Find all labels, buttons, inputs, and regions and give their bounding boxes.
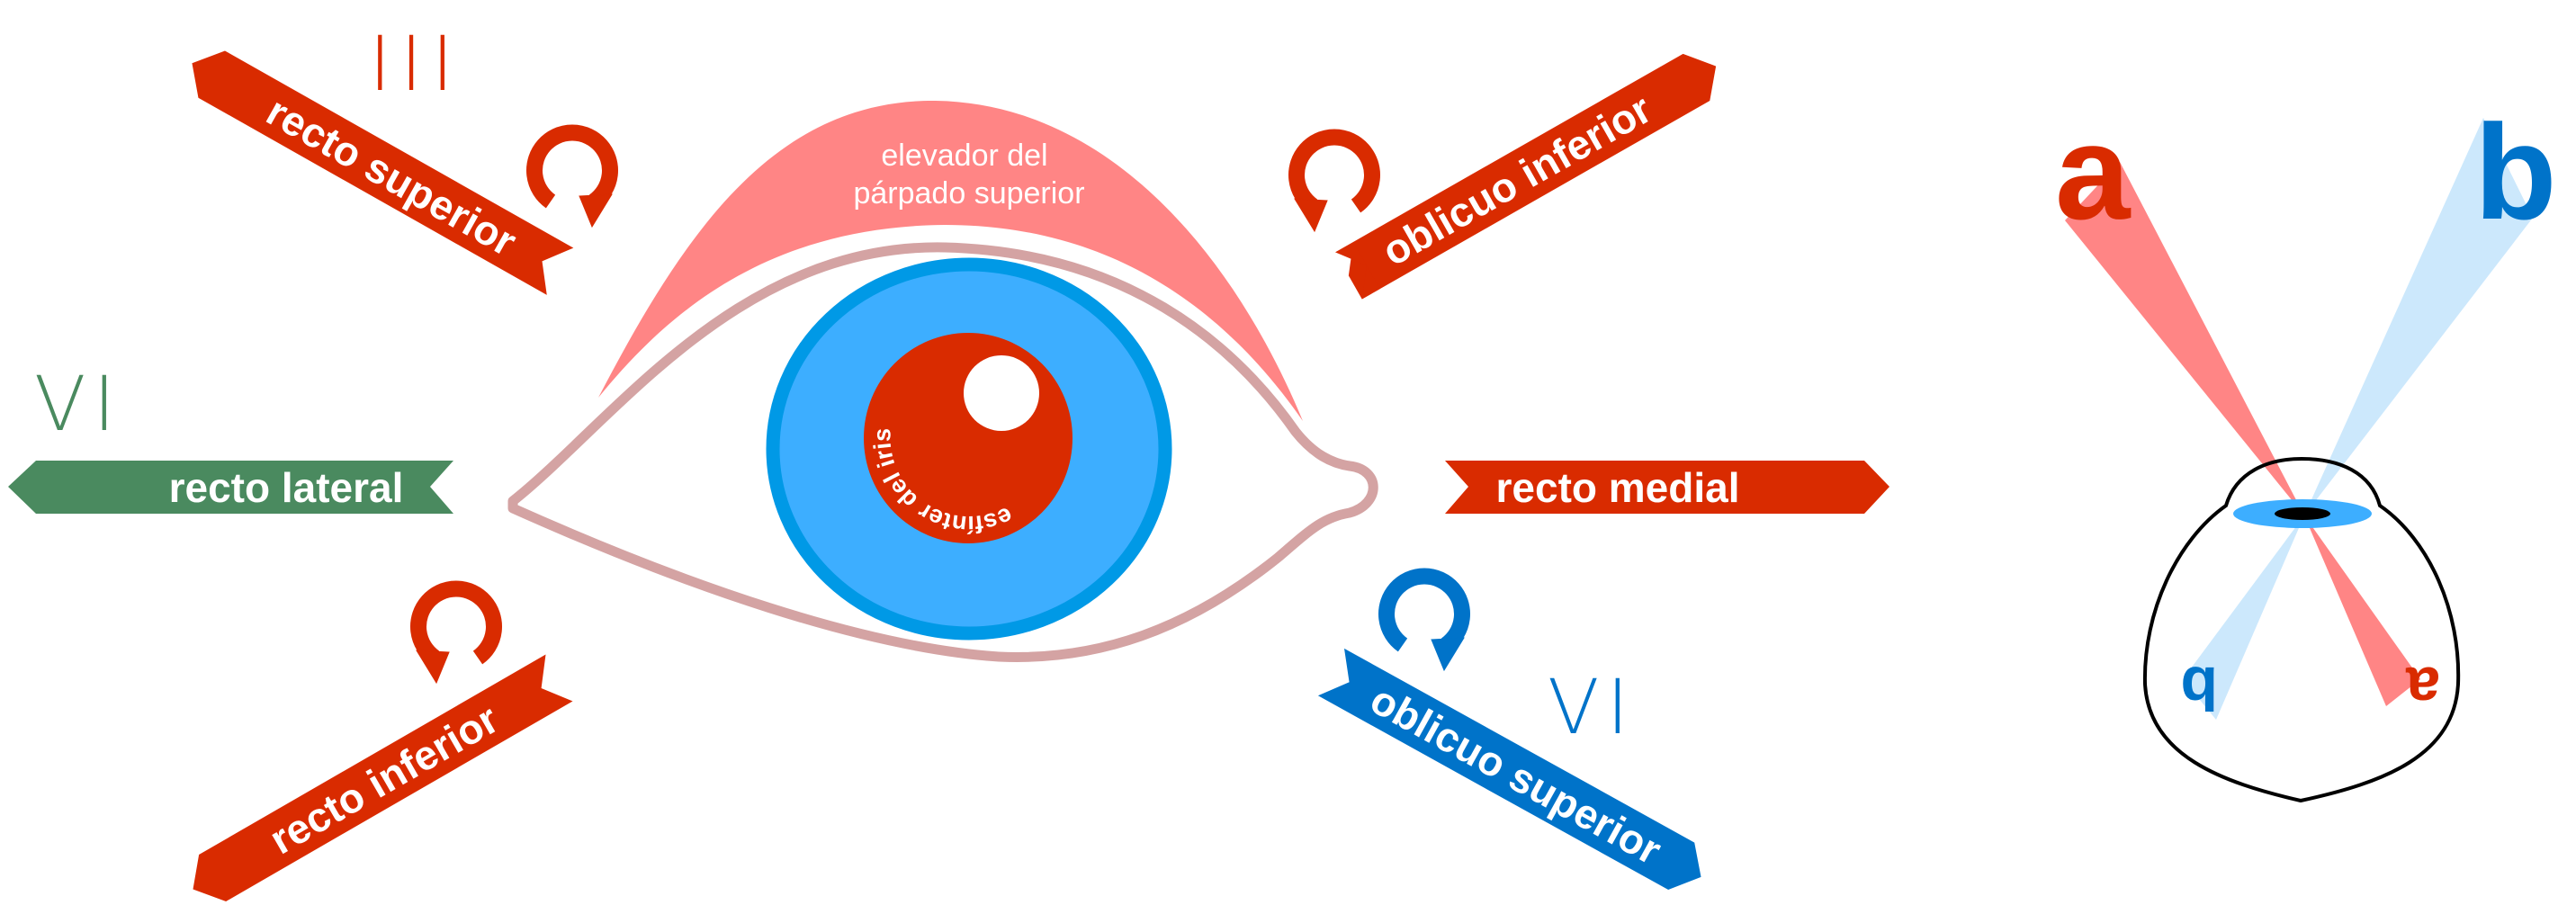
rotation-arrow-oblicuo-inferior-icon bbox=[1295, 138, 1372, 231]
label-recto-lateral: recto lateral bbox=[169, 464, 404, 511]
light-ray-a-inside bbox=[2304, 515, 2420, 706]
rotation-arrow-recto-inferior-icon bbox=[417, 589, 494, 683]
eyelid-outline bbox=[507, 242, 1378, 662]
label-recto-superior: recto superior bbox=[259, 87, 525, 265]
label-inverted-b: b bbox=[2180, 654, 2218, 722]
light-ray-b bbox=[2304, 118, 2533, 515]
pupil-highlight bbox=[964, 355, 1039, 431]
light-ray-b-inside bbox=[2183, 515, 2304, 720]
label-oblicuo-inferior: oblicuo inferior bbox=[1374, 85, 1659, 274]
banner-oblicuo-superior: oblicuo superior bbox=[1317, 648, 1701, 891]
rotation-arrow-oblicuo-superior-icon bbox=[1387, 577, 1464, 670]
label-recto-medial: recto medial bbox=[1496, 464, 1740, 511]
nerve-label-vi-superior-oblique: VI bbox=[1548, 663, 1636, 751]
schematic-pupil bbox=[2275, 507, 2330, 520]
label-recto-inferior: recto inferior bbox=[262, 695, 507, 864]
label-b: b bbox=[2474, 96, 2557, 247]
banner-recto-lateral: recto lateral bbox=[8, 461, 453, 514]
label-a: a bbox=[2055, 96, 2132, 247]
light-ray-a bbox=[2065, 162, 2304, 515]
label-elevador-line1: elevador del bbox=[881, 139, 1047, 173]
label-inverted-a: a bbox=[2405, 654, 2440, 722]
rotation-arrow-recto-superior-icon bbox=[534, 133, 612, 227]
label-elevador-line2: párpado superior bbox=[853, 176, 1084, 211]
elevator-muscle bbox=[598, 100, 1303, 421]
banner-oblicuo-inferior: oblicuo inferior bbox=[1335, 53, 1717, 300]
nerve-label-vi-lateral: VI bbox=[34, 360, 122, 448]
banner-recto-inferior: recto inferior bbox=[193, 654, 573, 901]
eyeball-schematic: a b b a bbox=[2055, 96, 2557, 803]
nerve-label-iii: III bbox=[369, 20, 462, 108]
eyeball-outline bbox=[2142, 456, 2461, 803]
banner-recto-medial: recto medial bbox=[1445, 461, 1889, 514]
